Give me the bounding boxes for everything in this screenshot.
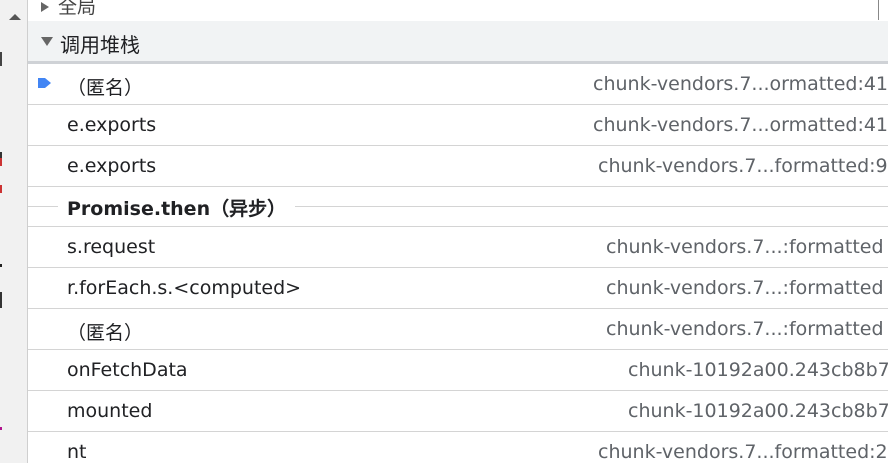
breakpoint-mark [0, 158, 2, 166]
editor-gutter [0, 0, 28, 463]
frame-source-link[interactable]: chunk-vendors.7...formatted:2 [598, 441, 888, 463]
call-stack-title: 调用堆栈 [60, 33, 140, 57]
frame-function: （匿名） [67, 77, 144, 99]
gutter-mark [0, 52, 2, 66]
frame-function: e.exports [67, 114, 157, 136]
async-separator-label: Promise.then（异步） [58, 194, 296, 221]
scope-global-label: 全局 [58, 0, 97, 18]
frame-source-link[interactable]: chunk-vendors.7...:formatted [606, 318, 884, 340]
triangle-down-icon [41, 37, 53, 46]
frame-function: mounted [67, 400, 153, 422]
gutter-mark [0, 427, 2, 430]
frame-function: s.request [67, 236, 156, 258]
frame-source-link[interactable]: chunk-10192a00.243cb8b7 [628, 359, 888, 381]
frame-function: e.exports [67, 155, 157, 177]
call-frame[interactable]: nt chunk-vendors.7...formatted:2 [28, 432, 888, 463]
arrow-right-icon [38, 78, 51, 88]
frame-function: nt [67, 441, 87, 463]
scope-global-header[interactable]: 全局 [28, 0, 888, 22]
frame-source-link[interactable]: chunk-vendors.7...ormatted:41 [593, 73, 888, 95]
debugger-sidebar: 全局 调用堆栈 （匿名） chunk-vendors.7...ormatted:… [28, 0, 888, 463]
frame-source-link[interactable]: chunk-10192a00.243cb8b7 [628, 400, 888, 422]
call-frame[interactable]: mounted chunk-10192a00.243cb8b7 [28, 391, 888, 432]
triangle-right-icon [41, 2, 49, 12]
call-frame[interactable]: s.request chunk-vendors.7...:formatted [28, 226, 888, 268]
frame-source-link[interactable]: chunk-vendors.7...formatted:9 [598, 155, 888, 177]
scroll-up-icon[interactable] [9, 14, 21, 20]
call-frame[interactable]: （匿名） chunk-vendors.7...:formatted [28, 309, 888, 350]
gutter-mark [0, 152, 2, 162]
call-frame[interactable]: e.exports chunk-vendors.7...ormatted:41 [28, 105, 888, 146]
call-frame-current[interactable]: （匿名） chunk-vendors.7...ormatted:41 [28, 64, 888, 105]
frame-source-link[interactable]: chunk-vendors.7...:formatted [606, 277, 884, 299]
call-frame[interactable]: e.exports chunk-vendors.7...formatted:9 [28, 146, 888, 187]
frame-function: （匿名） [67, 322, 144, 344]
call-frame[interactable]: r.forEach.s.<computed> chunk-vendors.7..… [28, 268, 888, 309]
breakpoint-mark [0, 185, 2, 193]
frame-function: r.forEach.s.<computed> [67, 277, 302, 299]
call-frame[interactable]: onFetchData chunk-10192a00.243cb8b7 [28, 350, 888, 391]
async-separator: Promise.then（异步） [28, 186, 888, 226]
divider [878, 0, 879, 20]
gutter-mark [0, 292, 2, 308]
gutter-mark [0, 264, 2, 267]
divider [28, 206, 888, 207]
frame-function: onFetchData [67, 359, 188, 381]
frame-source-link[interactable]: chunk-vendors.7...ormatted:41 [593, 114, 888, 136]
frame-source-link[interactable]: chunk-vendors.7...:formatted [606, 236, 884, 258]
call-stack-header[interactable]: 调用堆栈 [28, 21, 888, 64]
